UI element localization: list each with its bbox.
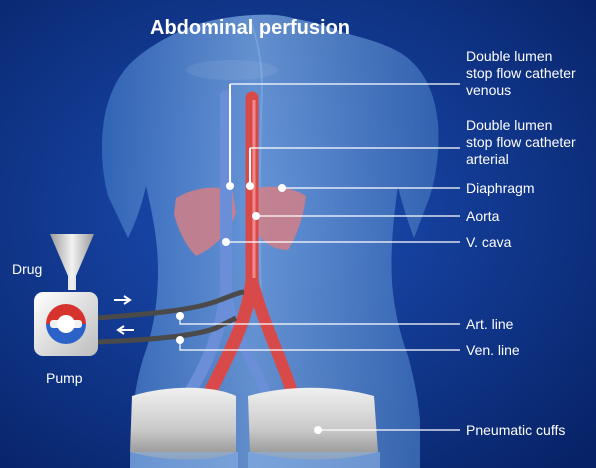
dot-ven-line — [176, 336, 184, 344]
label-art-line: Art. line — [466, 316, 513, 333]
dot-aorta — [252, 212, 260, 220]
label-catheter-arterial: Double lumen stop flow catheter arterial — [466, 117, 576, 168]
label-diaphragm: Diaphragm — [466, 180, 534, 197]
right-thigh — [248, 452, 380, 468]
pneumatic-cuff-left — [130, 388, 236, 460]
dot-cuffs — [314, 426, 322, 434]
dot-art-line — [176, 312, 184, 320]
label-ven-line: Ven. line — [466, 342, 520, 359]
pneumatic-cuff-right — [248, 388, 378, 460]
dot-diaphragm — [278, 184, 286, 192]
label-aorta: Aorta — [466, 208, 499, 225]
label-pneumatic-cuffs: Pneumatic cuffs — [466, 422, 565, 439]
dot-arterial-catheter — [246, 182, 254, 190]
label-vcava: V. cava — [466, 234, 511, 251]
pump-hub — [57, 315, 75, 333]
label-drug: Drug — [12, 261, 42, 278]
diagram-title: Abdominal perfusion — [150, 16, 350, 40]
dot-vcava — [222, 238, 230, 246]
dot-venous-catheter — [226, 182, 234, 190]
chest-highlight — [186, 60, 278, 80]
label-pump: Pump — [46, 370, 83, 387]
label-catheter-venous: Double lumen stop flow catheter venous — [466, 48, 576, 99]
left-thigh — [130, 452, 238, 468]
